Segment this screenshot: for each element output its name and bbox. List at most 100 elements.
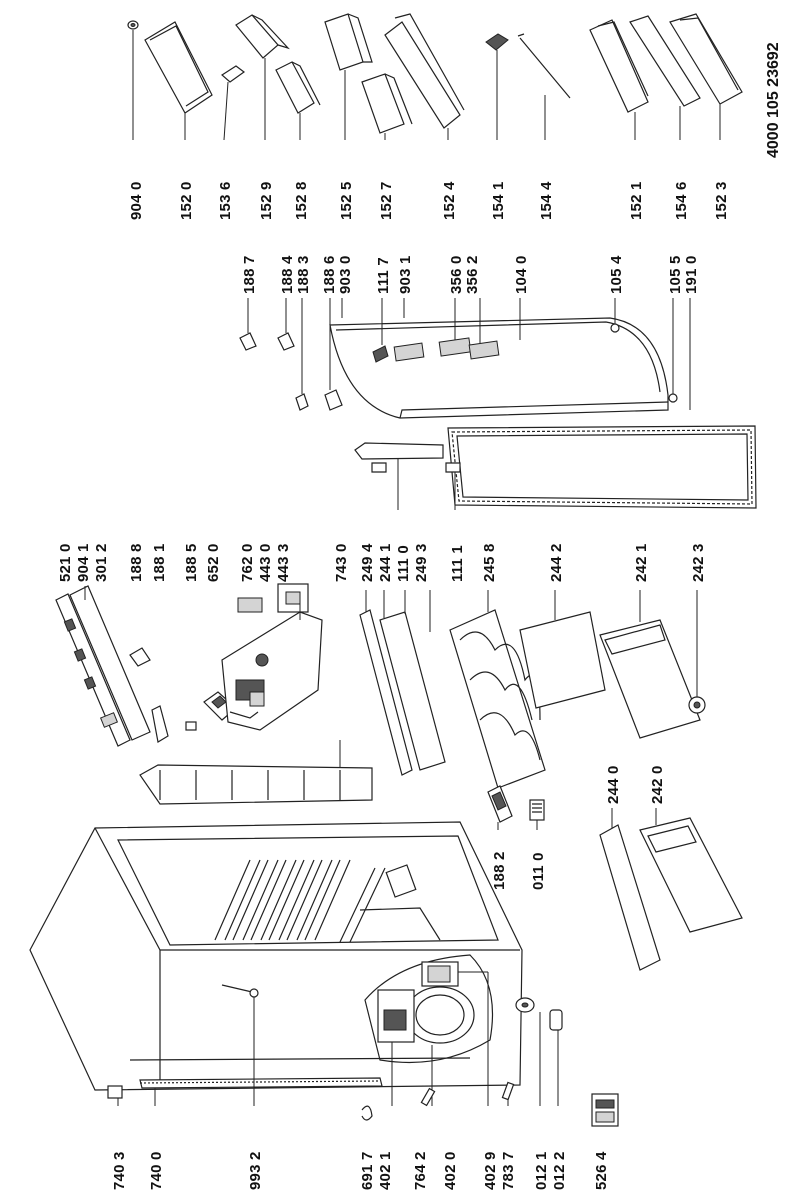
label-242-3: 242 3	[690, 543, 707, 582]
label-242-0: 242 0	[649, 765, 666, 804]
label-188-7: 188 7	[241, 255, 258, 294]
cabinet-body	[29, 821, 523, 1091]
label-111-7: 111 7	[375, 257, 392, 294]
label-012-2: 012 2	[551, 1151, 568, 1190]
label-356-2: 356 2	[464, 255, 481, 294]
part-188-1	[151, 705, 169, 743]
label-904-0: 904 0	[128, 181, 145, 220]
label-993-2: 993 2	[247, 1151, 264, 1190]
label-249-3: 249 3	[413, 543, 430, 582]
label-356-0: 356 0	[448, 255, 465, 294]
label-188-6: 188 6	[321, 255, 338, 294]
drip-tray-740-0	[139, 1077, 383, 1106]
label-245-8: 245 8	[481, 543, 498, 582]
cap-904-0	[127, 20, 139, 140]
label-903-1: 903 1	[397, 255, 414, 294]
small-part-188-4	[277, 298, 295, 351]
bracket-153-6	[221, 65, 246, 141]
light-assembly-443-0	[221, 583, 323, 731]
control-panel-301-2	[55, 585, 151, 747]
cover-743-0	[139, 740, 373, 805]
label-188-8: 188 8	[128, 543, 145, 582]
label-152-9: 152 9	[258, 181, 275, 220]
box-152-7	[361, 73, 413, 140]
crisper-242-1	[599, 590, 701, 739]
label-152-4: 152 4	[441, 181, 458, 220]
label-111-1: 111 1	[449, 545, 466, 582]
label-762-0: 762 0	[239, 543, 256, 582]
label-244-1: 244 1	[377, 543, 394, 582]
label-301-2: 301 2	[93, 543, 110, 582]
foot-242-3	[688, 590, 706, 714]
label-903-0: 903 0	[337, 255, 354, 294]
label-740-3: 740 3	[111, 1151, 128, 1190]
screw-011-0	[529, 799, 545, 830]
document-id: 4000 105 23692	[765, 42, 782, 158]
pin-764-2	[420, 1087, 436, 1107]
crisper-242-0	[639, 808, 743, 933]
part-188-8	[129, 647, 151, 667]
label-443-3: 443 3	[275, 543, 292, 582]
label-904-1: 904 1	[75, 543, 92, 582]
door-panel-104-0	[329, 317, 669, 419]
label-154-1: 154 1	[490, 181, 507, 220]
part-740-3	[107, 1085, 123, 1106]
pin-783-7	[501, 1081, 515, 1106]
label-652-0: 652 0	[205, 543, 222, 582]
door-shelf-152-3	[669, 13, 743, 140]
glass-shelf-244-2	[519, 590, 606, 709]
label-188-2: 188 2	[491, 851, 508, 890]
label-111-0: 111 0	[395, 545, 412, 582]
sensor-993-2	[221, 984, 259, 1106]
label-244-2: 244 2	[548, 543, 565, 582]
door-shelf-152-1	[589, 19, 649, 140]
relay-526-4	[591, 1093, 619, 1127]
part-188-5	[185, 721, 197, 731]
cabinet-inner-detail	[129, 1057, 471, 1061]
label-105-5: 105 5	[667, 255, 684, 294]
label-152-1: 152 1	[628, 181, 645, 220]
label-521-0: 521 0	[57, 543, 74, 582]
box-152-9	[235, 14, 290, 140]
glass-shelf-244-1	[379, 590, 446, 771]
label-152-3: 152 3	[713, 181, 730, 220]
small-part-188-3	[295, 298, 309, 411]
rail-154-6	[629, 15, 701, 140]
glass-shelf-244-0	[599, 808, 661, 971]
hinge-154-1	[485, 33, 509, 140]
label-191-0: 191 0	[683, 255, 700, 294]
small-part-188-7	[239, 298, 257, 351]
rod-154-4	[517, 33, 571, 140]
label-443-0: 443 0	[257, 543, 274, 582]
label-152-5: 152 5	[338, 181, 355, 220]
door-hinge-parts	[372, 337, 500, 363]
label-188-3: 188 3	[295, 255, 312, 294]
label-783-7: 783 7	[500, 1151, 517, 1190]
label-012-1: 012 1	[533, 1151, 550, 1190]
label-188-5: 188 5	[183, 543, 200, 582]
label-691-7: 691 7	[359, 1151, 376, 1190]
label-152-8: 152 8	[293, 181, 310, 220]
label-153-6: 153 6	[217, 181, 234, 220]
label-249-4: 249 4	[359, 543, 376, 582]
label-188-4: 188 4	[279, 255, 296, 294]
label-152-0: 152 0	[178, 181, 195, 220]
label-402-9: 402 9	[482, 1151, 499, 1190]
label-154-6: 154 6	[673, 181, 690, 220]
box-152-5	[324, 13, 373, 140]
label-764-2: 764 2	[412, 1151, 429, 1190]
label-011-0: 011 0	[530, 852, 547, 890]
label-526-4: 526 4	[593, 1151, 610, 1190]
door-shelf-152-0	[144, 21, 213, 140]
shelf-trim-249-4	[359, 590, 413, 776]
label-402-1: 402 1	[377, 1151, 394, 1190]
small-part-188-6	[324, 298, 343, 411]
bottle-rack-245-8	[449, 590, 546, 789]
spacer-012-2	[549, 1009, 563, 1106]
label-105-4: 105 4	[608, 255, 625, 294]
label-743-0: 743 0	[333, 543, 350, 582]
compressor-402-0	[364, 954, 493, 1106]
clip-691-7	[361, 1105, 373, 1121]
